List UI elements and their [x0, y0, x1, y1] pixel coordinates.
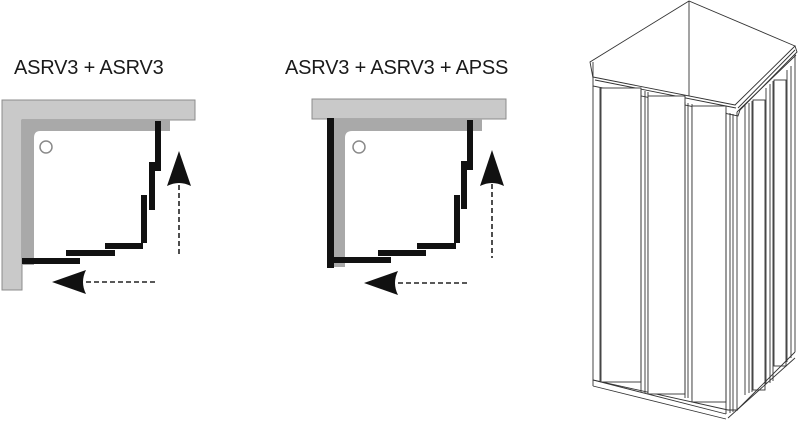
arrow-up-icon	[167, 151, 191, 186]
rail-line	[737, 49, 796, 109]
door-panel	[105, 243, 143, 249]
door-panel	[22, 258, 80, 264]
diagram-title-left: ASRV3 + ASRV3	[14, 57, 164, 79]
wall-top	[311, 98, 507, 120]
shower-tray	[333, 119, 482, 267]
fixed-side-panel	[327, 118, 334, 268]
side-bottom-rail	[736, 351, 796, 411]
arrow-up-icon	[480, 150, 504, 186]
drain-icon	[39, 140, 53, 154]
bottom-rail	[592, 385, 727, 420]
shower-enclosure-3d	[589, 0, 798, 420]
door-panel	[467, 120, 473, 170]
diagram-left	[1, 99, 196, 294]
front-panel-1	[600, 87, 642, 383]
door-panel	[149, 162, 155, 210]
door-panel	[155, 121, 161, 171]
drain-icon	[352, 140, 366, 154]
front-panel-3	[691, 105, 727, 403]
side-panel-2	[773, 79, 787, 367]
door-panel	[66, 250, 115, 256]
arrow-left-icon	[52, 270, 86, 294]
door-panel	[461, 161, 467, 209]
door-panel	[417, 243, 456, 249]
side-bottom-rail	[727, 357, 796, 419]
bottom-rail	[592, 379, 727, 415]
door-panel	[378, 250, 426, 256]
front-panel-2	[647, 95, 686, 395]
arrow-left-icon	[364, 271, 398, 295]
diagram-middle	[311, 98, 507, 295]
diagram-title-middle: ASRV3 + ASRV3 + APSS	[285, 57, 509, 79]
door-panel	[141, 195, 147, 243]
door-panel	[454, 195, 460, 243]
rail-line	[594, 79, 737, 109]
wall-outline	[589, 0, 796, 79]
door-panel	[333, 257, 391, 263]
side-panel-1	[752, 99, 766, 391]
